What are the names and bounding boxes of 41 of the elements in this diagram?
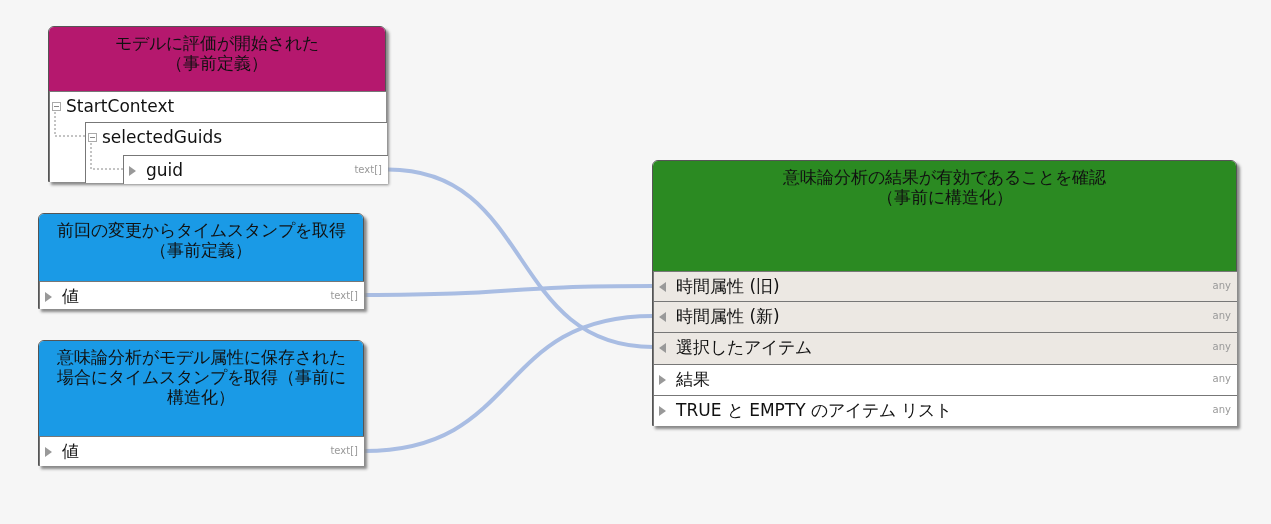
- port-label: guid: [146, 159, 184, 181]
- process-block: [38, 213, 364, 309]
- port-label: 結果: [676, 368, 710, 390]
- block-header: モデルに評価が開始された（事前定義）: [49, 27, 385, 91]
- port-label: 値: [62, 440, 79, 462]
- port-type: any: [1212, 310, 1231, 322]
- port-type: text[]: [330, 445, 358, 457]
- port-label: TRUE と EMPTY のアイテム リスト: [676, 399, 953, 421]
- port-type: text[]: [330, 290, 358, 302]
- port-label: selectedGuids: [102, 126, 223, 148]
- port-type: any: [1212, 341, 1231, 353]
- tree-line: [54, 111, 86, 137]
- block-header: 意味論分析がモデル属性に保存された場合にタイムスタンプを取得（事前に構造化）: [39, 341, 363, 436]
- tree-line: [90, 142, 124, 170]
- port-type: any: [1212, 404, 1231, 416]
- block-header: 意味論分析の結果が有効であることを確認（事前に構造化）: [653, 161, 1236, 271]
- block-header: 前回の変更からタイムスタンプを取得（事前定義）: [39, 214, 363, 281]
- port-row: [653, 364, 1237, 395]
- connector: [363, 314, 654, 453]
- process-block: [48, 26, 386, 182]
- port-label: 時間属性 (旧): [676, 275, 780, 297]
- port-row: [123, 155, 388, 184]
- port-row: [653, 332, 1237, 364]
- process-block: [652, 160, 1237, 426]
- connector: [364, 284, 653, 297]
- port-label: 選択したアイテム: [676, 336, 812, 358]
- port-type: any: [1212, 280, 1231, 292]
- port-row: [39, 281, 364, 309]
- port-row: [653, 395, 1237, 426]
- process-block: [38, 340, 364, 466]
- port-type: text[]: [354, 164, 382, 176]
- port-label: 時間属性 (新): [676, 305, 780, 327]
- port-row: [85, 122, 387, 183]
- port-row: [49, 91, 386, 182]
- connector: [387, 167, 654, 349]
- port-label: 値: [62, 285, 79, 307]
- port-row: [39, 436, 364, 466]
- port-row: [653, 271, 1237, 301]
- port-label: StartContext: [66, 95, 175, 117]
- port-type: any: [1212, 373, 1231, 385]
- port-row: [653, 301, 1237, 332]
